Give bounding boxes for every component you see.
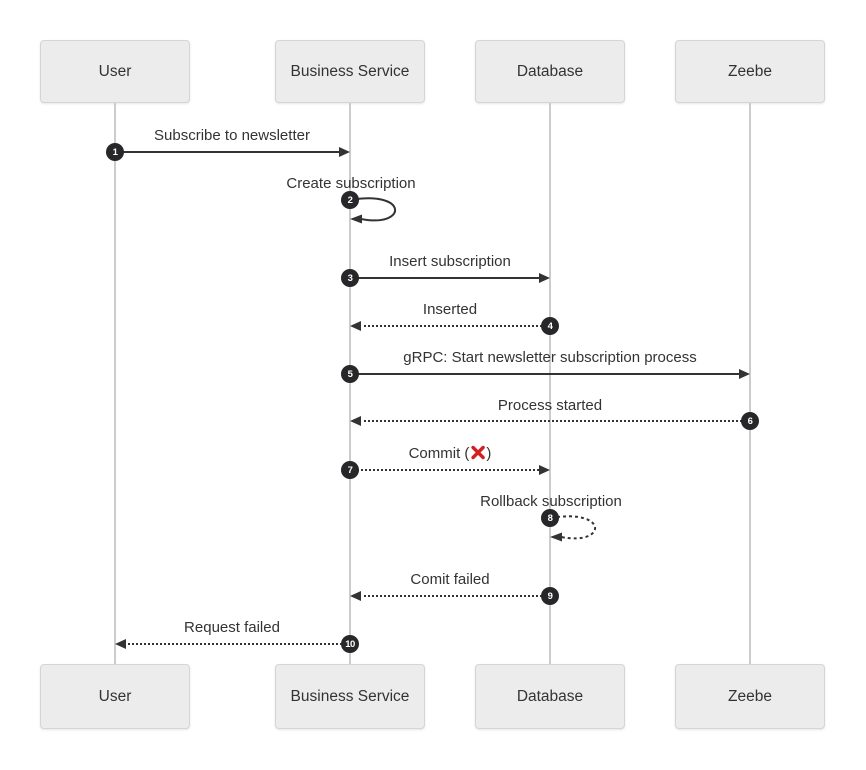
- actor-label: Database: [516, 687, 584, 705]
- arrowhead: [115, 639, 126, 649]
- message-line: [350, 469, 542, 471]
- actor-top-business-service: Business Service: [275, 40, 425, 103]
- message-line: [350, 277, 542, 279]
- seq-number-badge: 5: [341, 365, 359, 383]
- actor-label: Business Service: [290, 687, 410, 705]
- message-label: gRPC: Start newsletter subscription proc…: [403, 349, 697, 366]
- seq-number-badge: 4: [541, 317, 559, 335]
- actor-top-zeebe: Zeebe: [675, 40, 825, 103]
- red-cross-icon: [471, 445, 485, 460]
- actor-bottom-zeebe: Zeebe: [675, 664, 825, 729]
- arrowhead: [550, 532, 562, 542]
- seq-number-badge: 8: [541, 509, 559, 527]
- seq-number-badge: 2: [341, 191, 359, 209]
- self-loop: [550, 515, 596, 542]
- message-label: Create subscription: [286, 175, 416, 192]
- actor-top-user: User: [40, 40, 190, 103]
- lifeline-user: [114, 103, 116, 664]
- actor-bottom-business-service: Business Service: [275, 664, 425, 729]
- lifeline-business-service: [349, 103, 351, 664]
- actor-label: Zeebe: [728, 687, 772, 705]
- actor-label: Database: [516, 62, 584, 80]
- message-label: Rollback subscription: [480, 493, 622, 510]
- message-label: Subscribe to newsletter: [154, 127, 310, 144]
- arrowhead: [339, 147, 350, 157]
- self-loop-curve: [550, 515, 596, 540]
- actor-label: User: [98, 62, 132, 80]
- message-label: Request failed: [184, 619, 280, 636]
- message-line: [350, 373, 742, 375]
- self-loop: [350, 197, 396, 224]
- arrowhead: [350, 416, 361, 426]
- actor-top-database: Database: [475, 40, 625, 103]
- actor-label: Business Service: [290, 62, 410, 80]
- seq-number-badge: 6: [741, 412, 759, 430]
- arrowhead: [350, 214, 362, 224]
- arrowhead: [539, 273, 550, 283]
- message-label-suffix: ): [486, 445, 492, 462]
- message-label: Process started: [497, 397, 603, 414]
- lifeline-database: [549, 103, 551, 664]
- seq-number-badge: 10: [341, 635, 359, 653]
- message-label: Comit failed: [410, 571, 490, 588]
- message-line: [115, 151, 342, 153]
- seq-number-badge: 7: [341, 461, 359, 479]
- message-line: [359, 325, 550, 327]
- message-label: Commit (): [409, 444, 492, 463]
- message-line: [359, 595, 550, 597]
- arrowhead: [350, 321, 361, 331]
- actor-bottom-database: Database: [475, 664, 625, 729]
- seq-number-badge: 1: [106, 143, 124, 161]
- message-line: [124, 643, 350, 645]
- message-label: Inserted: [422, 301, 478, 318]
- message-label-prefix: Commit (: [408, 445, 470, 462]
- actor-label: Zeebe: [728, 62, 772, 80]
- self-loop-curve: [350, 197, 396, 222]
- seq-number-badge: 3: [341, 269, 359, 287]
- arrowhead: [739, 369, 750, 379]
- message-label: Insert subscription: [389, 253, 511, 270]
- arrowhead: [350, 591, 361, 601]
- actor-bottom-user: User: [40, 664, 190, 729]
- message-line: [359, 420, 750, 422]
- lifeline-zeebe: [749, 103, 751, 664]
- arrowhead: [539, 465, 550, 475]
- actor-label: User: [98, 687, 132, 705]
- seq-number-badge: 9: [541, 587, 559, 605]
